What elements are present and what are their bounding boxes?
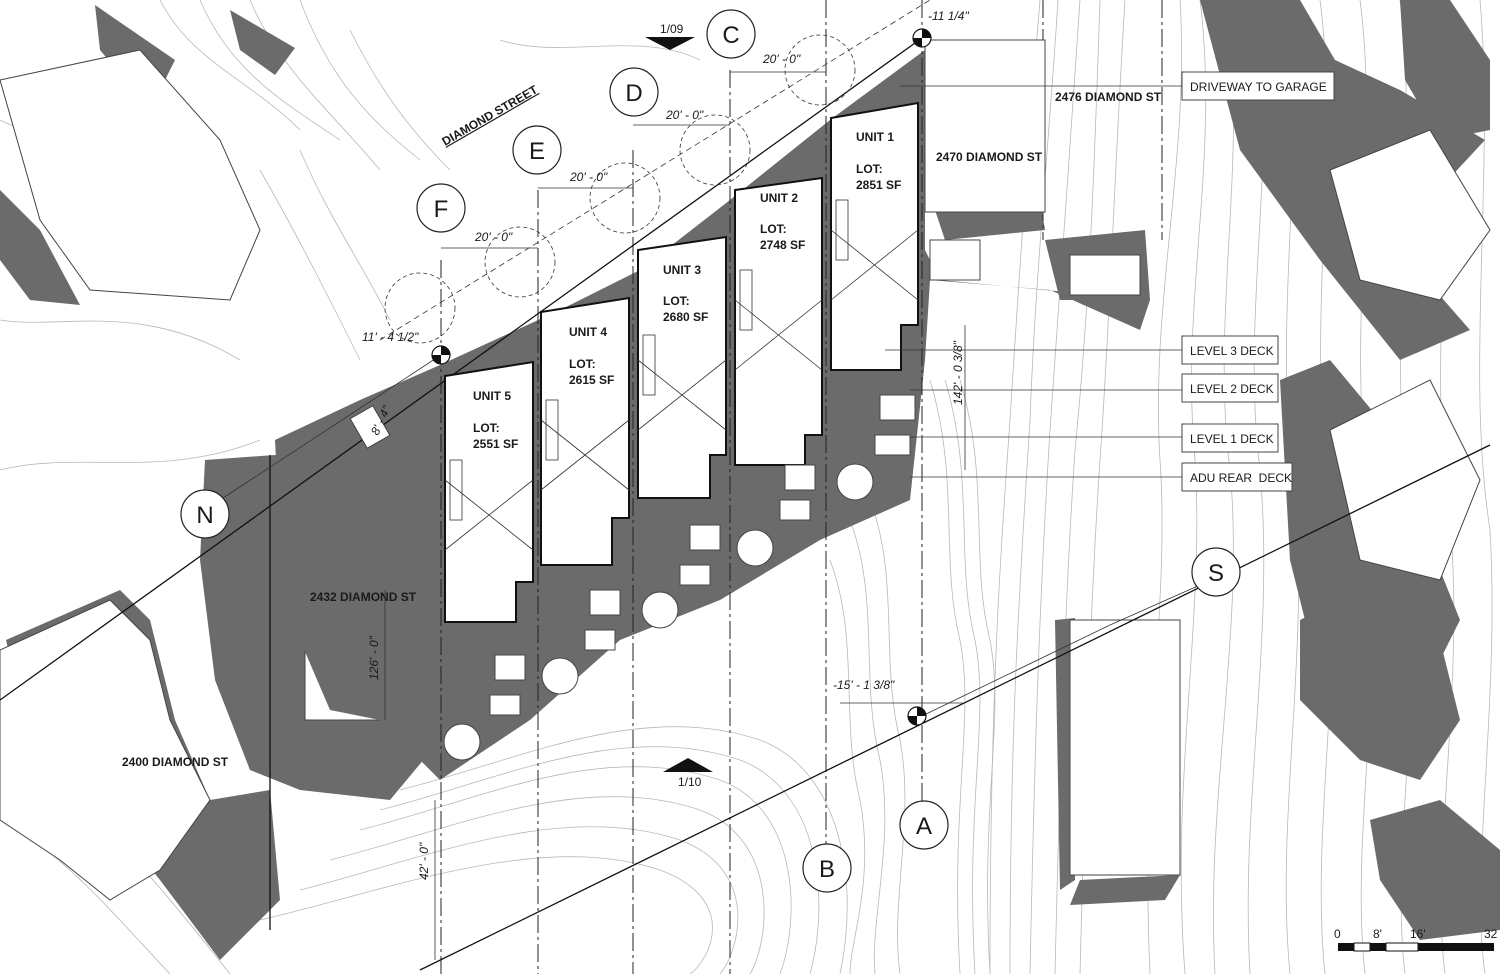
callout-level-3-text: LEVEL 3 DECK [1190, 344, 1274, 358]
neighbor-buildings-top [924, 39, 1141, 296]
grid-bubbles: C D E F N S A B [180, 9, 1241, 893]
section-mark-top-label: 1/09 [660, 22, 684, 36]
section-arrow-up-icon [663, 758, 713, 772]
unit-2-label: UNIT 2 LOT: 2748 SF [760, 191, 805, 252]
callout-adu-text: ADU REAR DECK [1190, 471, 1292, 485]
section-arrow-down-icon [645, 37, 695, 50]
unit-buildings [444, 101, 919, 623]
grid-bubble-s: S [1208, 560, 1224, 587]
unit-4-lot-label: LOT: [569, 357, 596, 371]
callout-level-2-text: LEVEL 2 DECK [1190, 382, 1274, 396]
datum-target-icon [912, 28, 932, 48]
dim-e-f: 20' - 0" [569, 170, 608, 184]
unit-3-name: UNIT 3 [663, 263, 701, 277]
dimension-labels: 20' - 0" 20' - 0" 20' - 0" 20' - 0" -11 … [349, 9, 969, 880]
grid-bubble-e: E [529, 138, 545, 165]
datum-target-icon [431, 345, 451, 365]
scale-bar-16: 16' [1410, 927, 1426, 941]
dim-depth-right: 142' - 0 3/8" [951, 340, 965, 405]
neighbor-labels: 2476 DIAMOND ST 2470 DIAMOND ST 2432 DIA… [122, 90, 1162, 769]
unit-5-lot-label: LOT: [473, 421, 500, 435]
callout-level-3-deck: LEVEL 3 DECK [1181, 335, 1279, 365]
address-2476: 2476 DIAMOND ST [1055, 90, 1162, 104]
section-mark-bottom: 1/10 [663, 758, 713, 789]
scale-bar-8: 8' [1373, 927, 1382, 941]
unit-interior-lines [444, 199, 919, 551]
grid-bubble-d: D [625, 80, 642, 107]
unit-2-name: UNIT 2 [760, 191, 798, 205]
callout-leaders [885, 85, 1182, 478]
grid-bubble-f: F [434, 196, 449, 223]
unit-3-lot-label: LOT: [663, 294, 690, 308]
dim-d-e: 20' - 0" [665, 108, 704, 122]
scale-bar-32: 32 [1484, 927, 1498, 941]
unit-5-name: UNIT 5 [473, 389, 511, 403]
address-2470: 2470 DIAMOND ST [936, 150, 1043, 164]
street-trees [384, 34, 856, 344]
address-2400: 2400 DIAMOND ST [122, 755, 229, 769]
callout-level-1-text: LEVEL 1 DECK [1190, 432, 1274, 446]
scale-bar-0: 0 [1334, 927, 1341, 941]
dim-rear-42: 42' - 0" [417, 842, 431, 880]
grid-bubble-a: A [916, 813, 932, 840]
callout-level-1-deck: LEVEL 1 DECK [1181, 423, 1279, 453]
unit-4-name: UNIT 4 [569, 325, 607, 339]
dim-f-n: 20' - 0" [474, 230, 513, 244]
section-mark-bottom-label: 1/10 [678, 775, 702, 789]
grid-bubble-n: N [196, 502, 213, 529]
unit-1-lot-label: LOT: [856, 162, 883, 176]
scale-bar: 0 8' 16' 32 [1334, 927, 1498, 952]
lot-gridlines [269, 0, 1163, 974]
unit-2-lot-area: 2748 SF [760, 238, 805, 252]
rear-decks [443, 394, 916, 761]
datum-markers [431, 28, 932, 726]
datum-target-icon [907, 706, 927, 726]
callout-driveway-text: DRIVEWAY TO GARAGE [1190, 80, 1327, 94]
unit-4-label: UNIT 4 LOT: 2615 SF [569, 325, 614, 387]
elevation-bottom: -15' - 1 3/8" [833, 678, 895, 692]
unit-3-label: UNIT 3 LOT: 2680 SF [663, 263, 708, 324]
unit-1-name: UNIT 1 [856, 130, 894, 144]
callout-adu-rear-deck: ADU REAR DECK [1181, 462, 1293, 492]
dimension-lines [384, 71, 966, 960]
address-2432: 2432 DIAMOND ST [310, 590, 417, 604]
unit-1-label: UNIT 1 LOT: 2851 SF [856, 130, 901, 192]
section-mark-top: 1/09 [645, 22, 695, 50]
grid-bubble-c: C [722, 22, 739, 49]
unit-3-lot-area: 2680 SF [663, 310, 708, 324]
dim-c-d: 20' - 0" [762, 52, 801, 66]
unit-4-lot-area: 2615 SF [569, 373, 614, 387]
elevation-left: 11' - 4 1/2" [362, 330, 419, 344]
neighbor-buildings-right [1069, 129, 1491, 876]
unit-5-lot-area: 2551 SF [473, 437, 518, 451]
callout-driveway: DRIVEWAY TO GARAGE [1181, 71, 1335, 101]
grid-bubble-b: B [819, 856, 835, 883]
unit-1-lot-area: 2851 SF [856, 178, 901, 192]
dim-depth-2432: 126' - 0" [367, 635, 381, 680]
unit-2-lot-label: LOT: [760, 222, 787, 236]
callout-level-2-deck: LEVEL 2 DECK [1181, 373, 1279, 403]
elevation-top: -11 1/4" [928, 9, 969, 23]
unit-5-label: UNIT 5 LOT: 2551 SF [473, 389, 518, 451]
